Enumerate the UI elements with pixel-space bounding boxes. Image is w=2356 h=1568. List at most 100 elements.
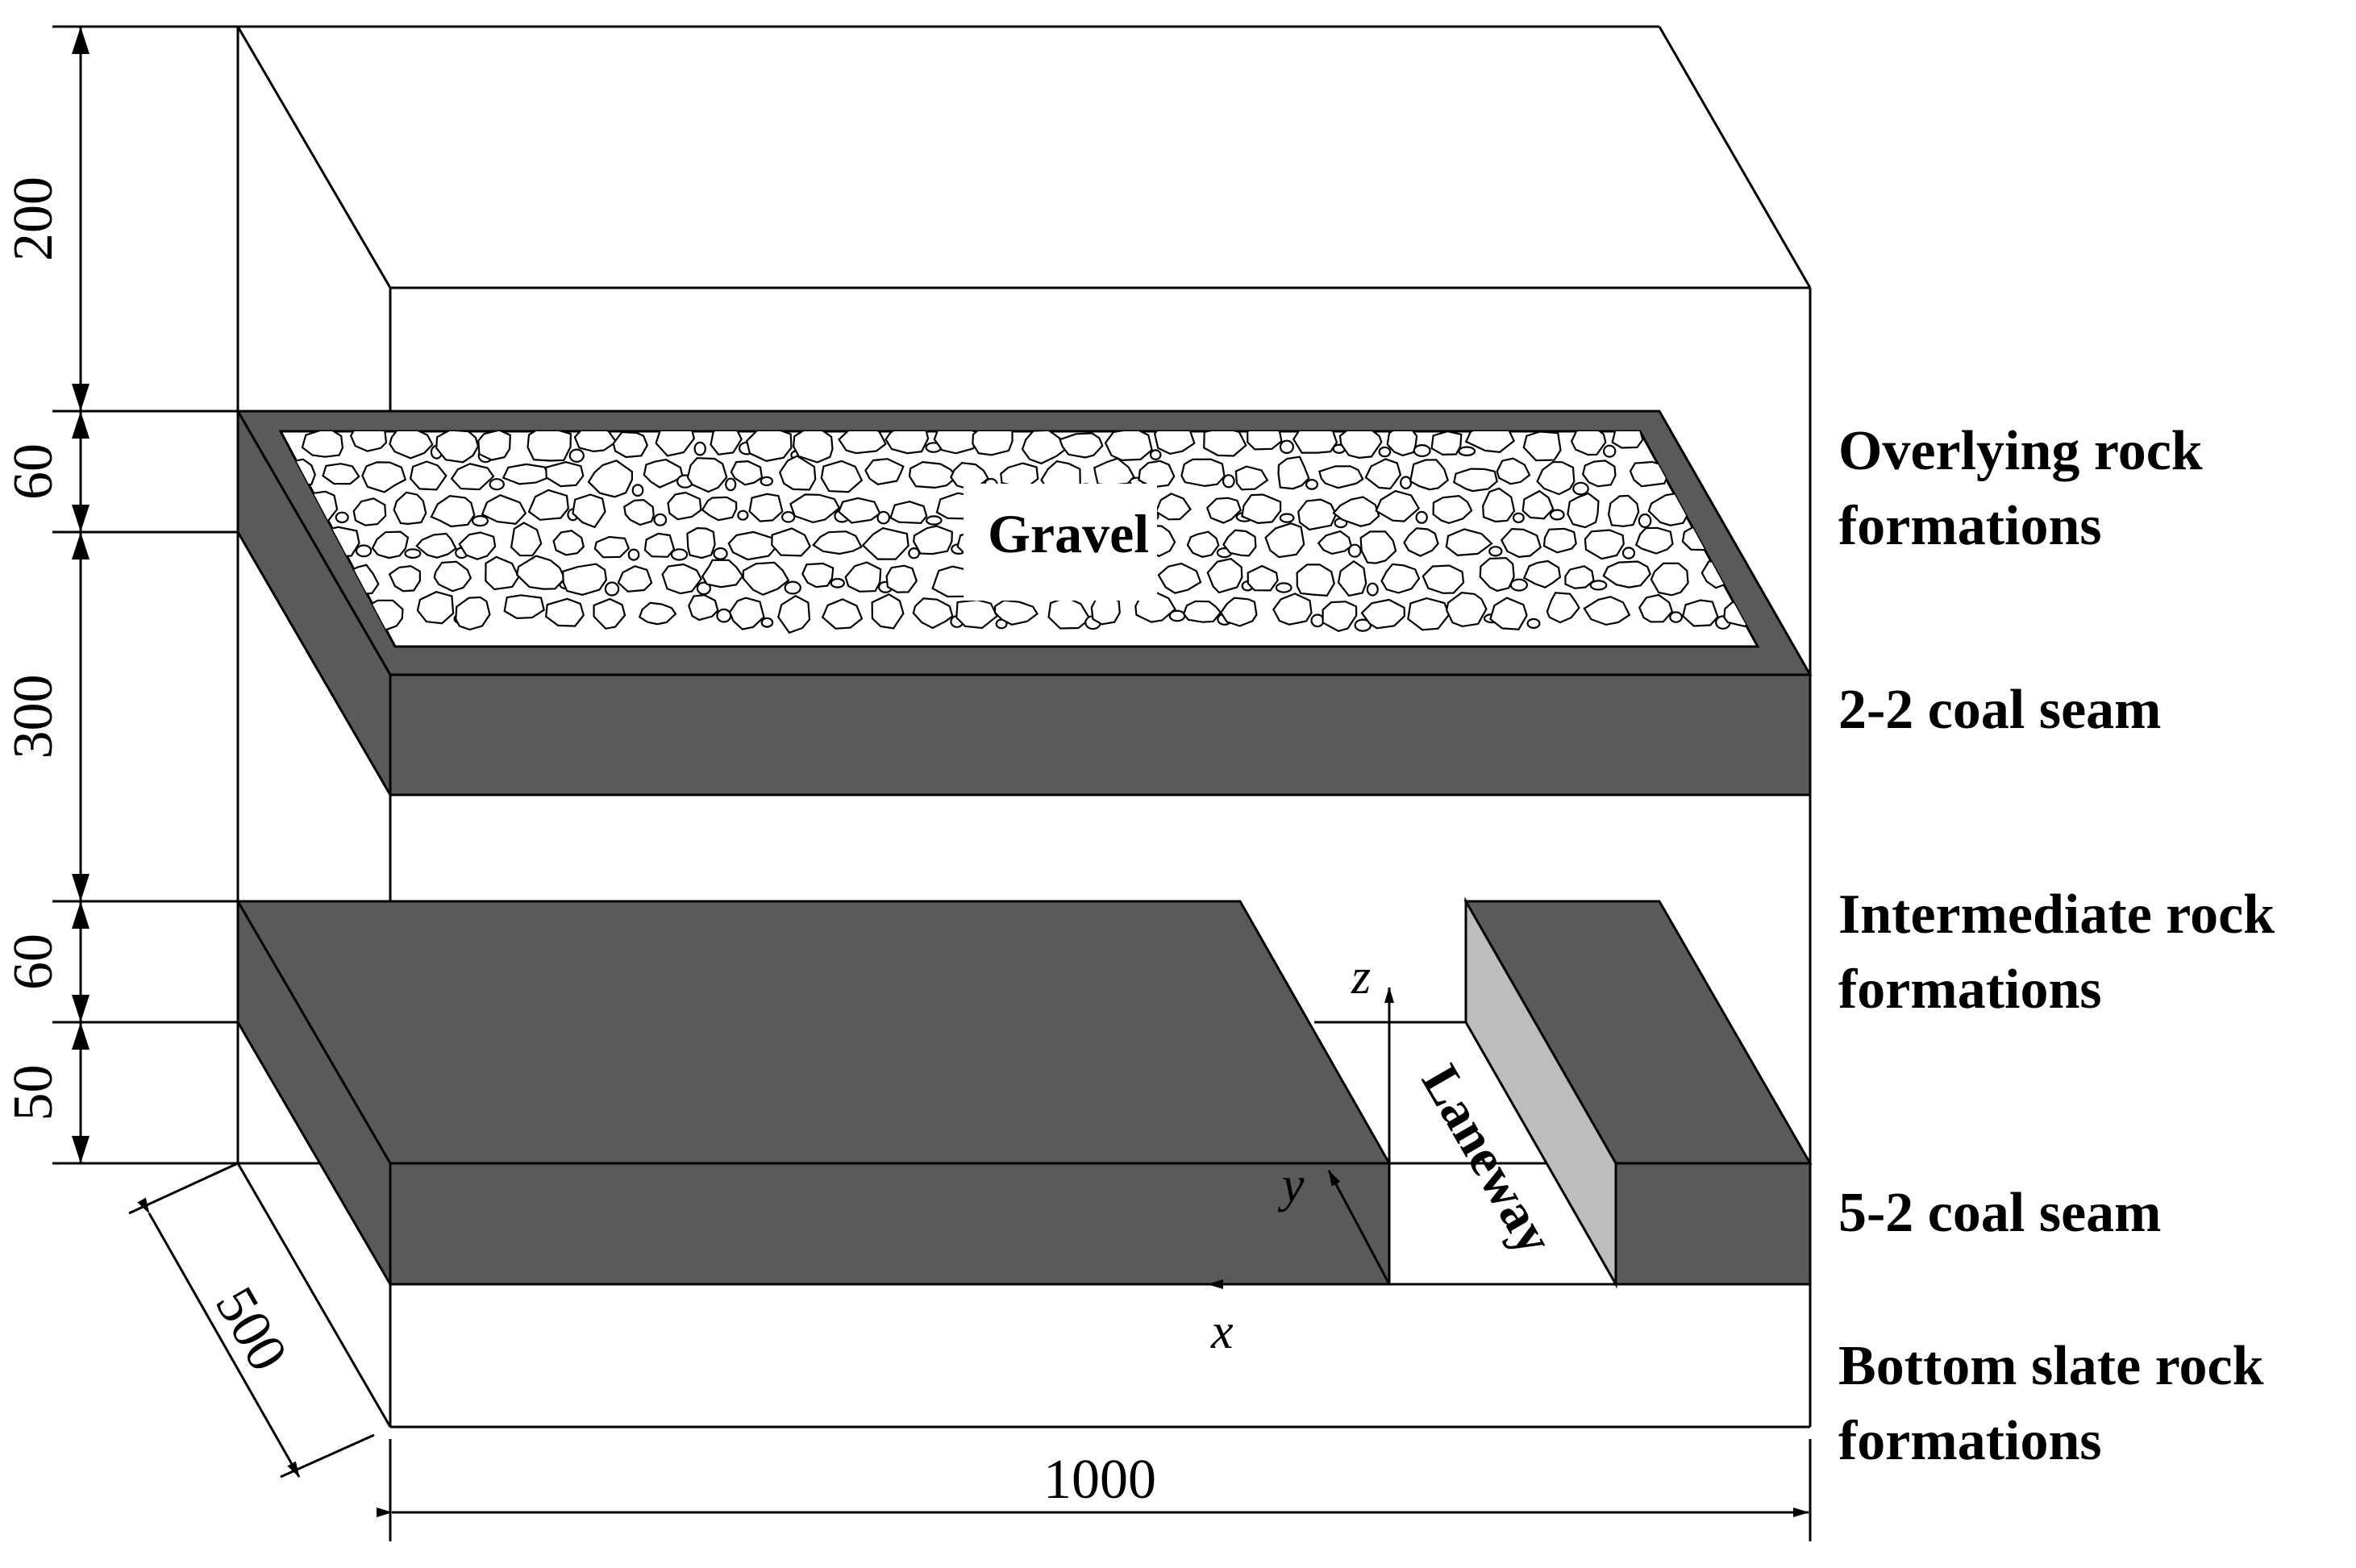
gravel-stone [1446, 592, 1488, 628]
gravel-stone [871, 593, 905, 630]
coordinate-axes [1207, 987, 1394, 1289]
dimension-arrowhead-up [72, 532, 89, 559]
gravel-stone [544, 597, 585, 627]
gravel-stone [1203, 431, 1247, 457]
gravel-stone [686, 457, 728, 493]
gravel-stone [661, 563, 702, 595]
gravel-pebble [1347, 543, 1362, 558]
gravel-stone [1205, 497, 1242, 524]
legend-overlying-line2: formations [1838, 495, 2102, 557]
gravel-stone [812, 530, 863, 555]
gravel-stone [1364, 458, 1402, 490]
gravel-pebble [1638, 513, 1652, 529]
gravel-stone [1705, 431, 1741, 460]
gravel-stone [837, 497, 881, 524]
gravel-pebble [1669, 611, 1684, 623]
gravel-stone [1407, 597, 1451, 631]
gravel-stone [861, 526, 910, 560]
gravel-pebble [404, 548, 422, 559]
gravel-pebble [604, 581, 620, 597]
gravel-pebble [653, 513, 668, 526]
gravel-pebble [1526, 618, 1541, 630]
y-axis-arrow [1327, 1170, 1391, 1285]
gravel-stone [1182, 600, 1222, 623]
gravel-stone [1180, 458, 1226, 488]
gravel-stone [821, 598, 864, 630]
gravel-pebble [631, 484, 644, 497]
gravel-stone [430, 495, 476, 528]
gravel-pebble [830, 577, 846, 589]
gravel-pebble [713, 547, 728, 560]
gravel-pebble [1621, 547, 1636, 559]
gravel-pebble [335, 511, 349, 524]
gravel-stone [481, 493, 527, 525]
gravel-stone [544, 461, 585, 488]
gravel-stone [1272, 593, 1313, 626]
gravel-pebble [1415, 510, 1428, 524]
gravel-stone [1567, 492, 1600, 529]
gravel-stone [742, 561, 790, 596]
gravel-stone [416, 591, 455, 625]
gravel-stone [728, 597, 765, 630]
gravel-stone [1155, 493, 1192, 521]
gravel-stone [864, 458, 905, 485]
legend-bottom: Bottom slate rock formations [1838, 1335, 2278, 1472]
gravel-stone [485, 555, 520, 591]
gravel-pebble [1572, 481, 1589, 496]
gravel-stone [1277, 455, 1310, 490]
gravel-stone [912, 597, 954, 630]
gravel-stone [1247, 564, 1279, 592]
gravel-stone [1380, 563, 1421, 594]
gravel-stone [1607, 494, 1640, 527]
gravel-stone [1638, 593, 1674, 623]
gravel-stone [1522, 431, 1562, 462]
gravel-stone [801, 562, 835, 589]
gravel-stone [1650, 562, 1689, 597]
legend-intermediate-line1: Intermediate rock [1838, 884, 2275, 946]
gravel-stone [643, 532, 676, 558]
gravel-stone [1564, 565, 1595, 589]
legend-bottom-line2: formations [1838, 1410, 2102, 1472]
gravel-pebble [1512, 512, 1525, 524]
legend-coal-2-2: 2-2 coal seam [1838, 679, 2161, 741]
vertical-dimension-label: 60 [2, 934, 65, 990]
gravel-stone [1138, 460, 1176, 489]
gravel-stone [701, 559, 744, 589]
gravel-stone [1360, 598, 1405, 630]
dimension-arrowhead-up [72, 901, 89, 929]
gravel-stone [510, 522, 543, 557]
gravel-pebble [693, 441, 706, 456]
gravel-stone [667, 491, 702, 521]
gravel-stone [1727, 460, 1758, 494]
gravel-label-group: Gravel [964, 484, 1157, 601]
gravel-stone [1104, 431, 1153, 462]
gravel-stone [1186, 530, 1220, 558]
dimension-arrowhead-up [72, 27, 89, 54]
gravel-stone [1479, 556, 1515, 593]
depth-dimension-label: 500 [203, 1277, 299, 1381]
gravel-stone [1464, 431, 1516, 453]
gravel-stone [477, 431, 511, 461]
width-dimension [377, 1439, 1812, 1541]
gravel-stone [1292, 431, 1338, 454]
vertical-dimension-label: 60 [2, 443, 65, 500]
gravel-stone [593, 535, 631, 559]
gravel-stone [643, 458, 684, 489]
legend: Overlying rock formations 2-2 coal seam … [1838, 420, 2278, 1472]
gravel-stone [638, 601, 677, 626]
gravel-stone [1570, 431, 1607, 456]
gravel-pebble [876, 510, 890, 525]
gravel-pebble [1275, 582, 1292, 593]
gravel-pebble [784, 580, 801, 595]
gravel-stone [701, 496, 738, 522]
gravel-stone [1157, 562, 1202, 594]
vertical-dimensions [52, 25, 238, 1165]
coal-seam-5-2-slab [235, 896, 1813, 1289]
gravel-stone [1247, 431, 1283, 451]
gravel-stone [1482, 487, 1516, 523]
gravel-stone [972, 431, 1014, 456]
gravel-pebble [1509, 578, 1529, 592]
gravel-stone [778, 455, 817, 491]
legend-coal-5-2: 5-2 coal seam [1838, 1182, 2161, 1244]
